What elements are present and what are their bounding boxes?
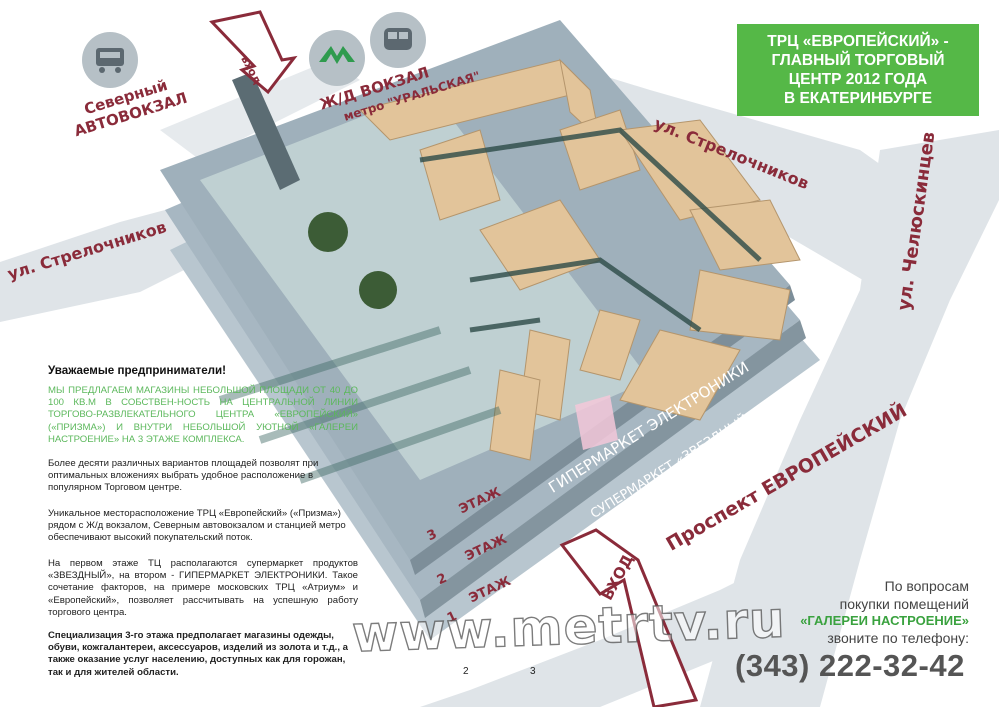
banner-line-1: ТРЦ «ЕВРОПЕЙСКИЙ» -	[767, 33, 949, 50]
corridor-line	[419, 127, 762, 262]
escalator	[232, 72, 300, 190]
contact-line-2: покупки помещений	[839, 596, 969, 612]
tree	[359, 271, 397, 309]
entrance-arrow-bottom	[559, 528, 699, 707]
contact-gallery: «ГАЛЕРЕИ НАСТРОЕНИЕ»	[800, 613, 969, 628]
entrance-arrow-top	[209, 10, 298, 95]
shop-wall	[489, 369, 541, 461]
shop-wall	[619, 119, 761, 221]
contact-line-3: звоните по телефону:	[827, 630, 969, 646]
light-strip	[298, 406, 502, 484]
corridor-line	[469, 317, 541, 333]
page-number-right: 3	[530, 666, 536, 677]
shop-wall	[619, 329, 741, 421]
intro-paragraph-3: На первом этаже ТЦ располагаются суперма…	[48, 558, 358, 618]
title-banner: ТРЦ «ЕВРОПЕЙСКИЙ» - ГЛАВНЫЙ ТОРГОВЫЙ ЦЕН…	[737, 24, 979, 116]
banner-line-2: ГЛАВНЫЙ ТОРГОВЫЙ	[771, 52, 945, 69]
light-strip	[218, 326, 442, 404]
corridor-line	[469, 257, 702, 333]
shop-wall	[689, 269, 791, 341]
road-prospekt	[420, 560, 800, 707]
page-number-left: 2	[463, 666, 469, 677]
intro-paragraph-1: Более десяти различных вариантов площаде…	[48, 458, 319, 494]
banner-line-4: В ЕКАТЕРИНБУРГЕ	[783, 90, 933, 107]
phone-number: (343) 222-32-42	[735, 648, 965, 683]
intro-paragraph-2: Уникальное месторасположение ТРЦ «Европе…	[48, 508, 346, 544]
contact-line-1: По вопросам	[884, 578, 969, 594]
shop-wall	[579, 309, 641, 381]
banner-line-3: ЦЕНТР 2012 ГОДА	[788, 71, 928, 88]
pink-kiosk	[575, 395, 618, 450]
light-strip	[258, 366, 472, 444]
intro-paragraph-4: Специализация 3-го этажа предполагает ма…	[48, 630, 348, 678]
intro-green-paragraph: МЫ ПРЕДЛАГАЕМ МАГАЗИНЫ НЕБОЛЬШОЙ ПЛОЩАДИ…	[48, 385, 358, 445]
tree	[308, 212, 348, 252]
intro-heading: Уважаемые предприниматели!	[48, 364, 227, 377]
